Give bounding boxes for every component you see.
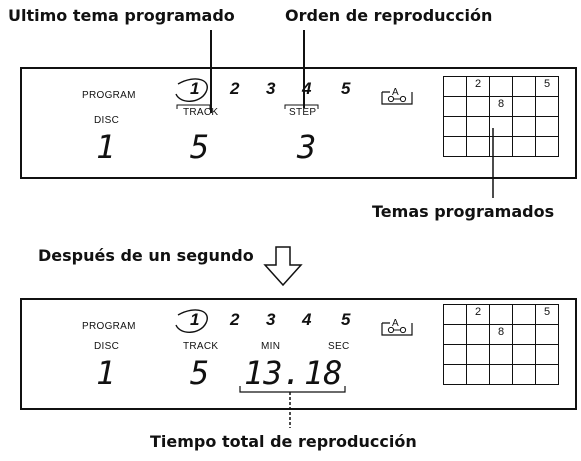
- grid-cell: [489, 76, 513, 97]
- grid-cell: 2: [466, 76, 490, 97]
- program-number-2: 2: [230, 79, 240, 98]
- disc-value: 1: [96, 354, 116, 392]
- grid-cell: [535, 344, 559, 365]
- grid-cell: [443, 324, 467, 345]
- grid-cell: [535, 324, 559, 345]
- program-number-1: 1: [190, 79, 200, 98]
- grid-cell: [466, 116, 490, 137]
- grid-cell: [489, 344, 513, 365]
- grid-cell: [512, 96, 536, 117]
- grid-cell: [535, 364, 559, 385]
- track-label: TRACK: [183, 107, 219, 118]
- display-panel-2: PROGRAM 1 2 3 4 5 DISC TRACK MIN SEC 1 5…: [20, 298, 577, 410]
- grid-cell: [443, 344, 467, 365]
- step-value: 3: [297, 128, 317, 166]
- grid-cell: 8: [489, 96, 513, 117]
- sec-label: SEC: [328, 341, 350, 352]
- grid-cell: 8: [489, 324, 513, 345]
- down-arrow-icon: [263, 246, 303, 287]
- grid-cell: [489, 304, 513, 325]
- grid-cell: [512, 136, 536, 157]
- grid-cell: [443, 304, 467, 325]
- grid-cell: [466, 96, 490, 117]
- grid-cell: [512, 364, 536, 385]
- program-number-2: 2: [230, 310, 240, 329]
- grid-cell: [466, 324, 490, 345]
- disc-value: 1: [96, 128, 116, 166]
- grid-cell: [443, 116, 467, 137]
- program-number-5: 5: [341, 79, 351, 98]
- grid-cell: [466, 364, 490, 385]
- program-number-1: 1: [190, 310, 200, 329]
- caption-last-programmed: Ultimo tema programado: [8, 6, 235, 25]
- grid-cell: 2: [466, 304, 490, 325]
- program-grid: 2 5 8: [443, 76, 559, 157]
- grid-cell: [466, 136, 490, 157]
- min-label: MIN: [261, 341, 281, 352]
- program-number-3: 3: [266, 79, 276, 98]
- disc-label: DISC: [94, 115, 120, 126]
- grid-cell: [443, 136, 467, 157]
- grid-cell: [443, 96, 467, 117]
- program-label: PROGRAM: [82, 321, 136, 332]
- caption-play-order: Orden de reproducción: [285, 6, 493, 25]
- grid-cell: [443, 364, 467, 385]
- grid-cell: [535, 96, 559, 117]
- track-value: 5: [190, 354, 210, 392]
- tape-label: A: [392, 87, 399, 98]
- grid-cell: [535, 136, 559, 157]
- grid-cell: [512, 324, 536, 345]
- grid-cell: [512, 76, 536, 97]
- grid-cell: [512, 116, 536, 137]
- grid-cell: [512, 344, 536, 365]
- program-grid: 2 5 8: [443, 304, 559, 385]
- step-label: STEP: [289, 107, 317, 118]
- grid-cell: [489, 136, 513, 157]
- program-number-3: 3: [266, 310, 276, 329]
- grid-cell: 5: [535, 76, 559, 97]
- grid-cell: [466, 344, 490, 365]
- track-label: TRACK: [183, 341, 219, 352]
- caption-programmed-tracks: Temas programados: [372, 202, 555, 221]
- caption-total-play-time: Tiempo total de reproducción: [150, 432, 417, 451]
- caption-after-one-second: Después de un segundo: [38, 246, 254, 265]
- program-label: PROGRAM: [82, 90, 136, 101]
- disc-label: DISC: [94, 341, 120, 352]
- grid-cell: [489, 364, 513, 385]
- tape-label: A: [392, 318, 399, 329]
- program-number-4: 4: [302, 79, 312, 98]
- grid-cell: 5: [535, 304, 559, 325]
- track-value: 5: [190, 128, 210, 166]
- grid-cell: [489, 116, 513, 137]
- grid-cell: [443, 76, 467, 97]
- program-number-4: 4: [302, 310, 312, 329]
- time-seconds: 18: [304, 354, 343, 392]
- grid-cell: [512, 304, 536, 325]
- time-minutes: 13.: [244, 354, 302, 392]
- display-panel-1: PROGRAM 1 2 3 4 5 DISC TRACK STEP 1 5 3 …: [20, 67, 577, 179]
- grid-cell: [535, 116, 559, 137]
- program-number-5: 5: [341, 310, 351, 329]
